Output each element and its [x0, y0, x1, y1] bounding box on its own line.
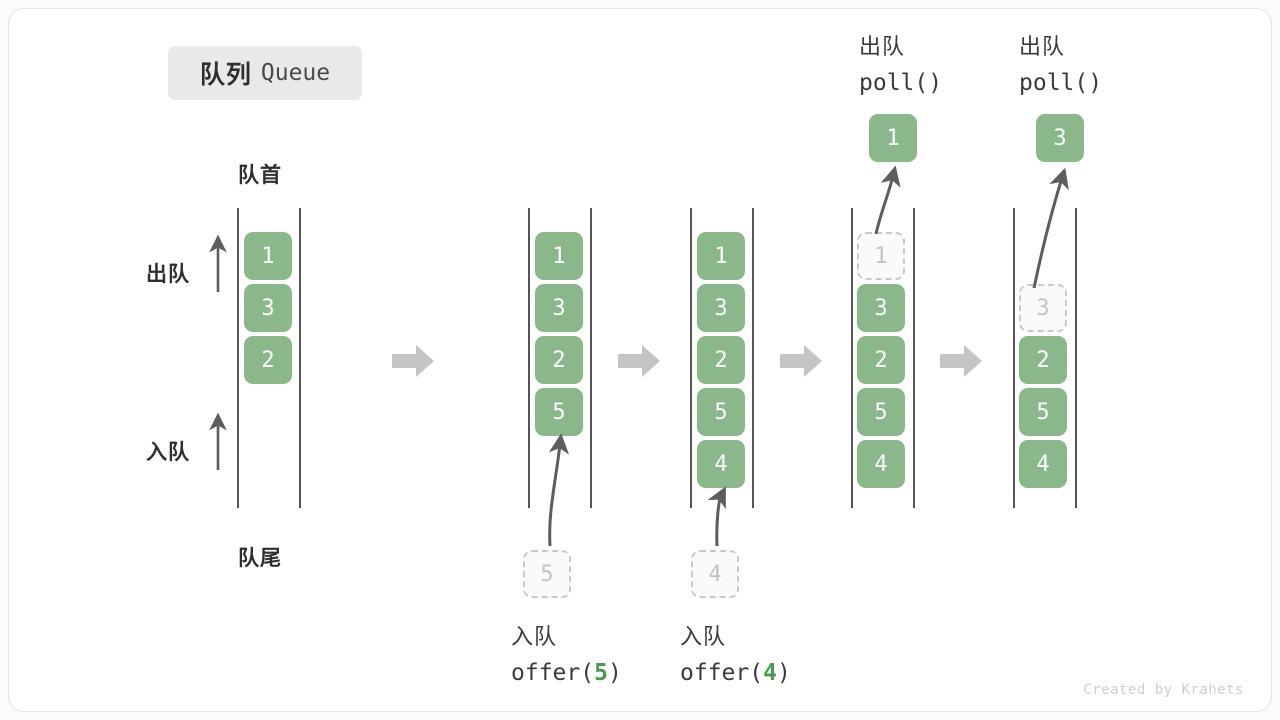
col3-incoming-ghost-cell: 4 — [691, 550, 739, 598]
col1-rail-left — [237, 208, 239, 508]
col3-rail-right — [752, 208, 754, 508]
col1-rail-right — [299, 208, 301, 508]
col3-caption-number: 4 — [763, 660, 777, 686]
col1-cell-2: 2 — [244, 336, 292, 384]
col4-cell-1: 3 — [857, 284, 905, 332]
col3-cell-0: 1 — [697, 232, 745, 280]
dequeue-direction-label: 出队 — [146, 263, 190, 286]
col4-cell-2: 2 — [857, 336, 905, 384]
col3-rail-left — [690, 208, 692, 508]
title-english: Queue — [260, 60, 331, 86]
col1-cell-0: 1 — [244, 232, 292, 280]
col2-cell-2: 2 — [535, 336, 583, 384]
col4-cell-0-ghost: 1 — [857, 232, 905, 280]
queue-head-label: 队首 — [238, 164, 282, 187]
col2-incoming-ghost-cell: 5 — [523, 550, 571, 598]
col3-caption-code: offer(4) — [680, 660, 791, 686]
col1-cell-1: 3 — [244, 284, 292, 332]
step-arrow-2 — [616, 338, 662, 384]
step-arrow-1 — [390, 338, 436, 384]
col5-rail-right — [1075, 208, 1077, 508]
col4-outgoing-cell: 1 — [869, 114, 917, 162]
col3-cell-4: 4 — [697, 440, 745, 488]
col2-caption-cn: 入队 — [511, 624, 558, 649]
col5-caption: 出队 poll() — [1019, 28, 1102, 102]
col2-caption-number: 5 — [594, 660, 608, 686]
col2-rail-right — [590, 208, 592, 508]
title-chinese: 队列 — [199, 61, 252, 89]
col3-cell-3: 5 — [697, 388, 745, 436]
col5-cell-1-ghost: 3 — [1019, 284, 1067, 332]
col3-caption: 入队 offer(4) — [680, 618, 791, 692]
col2-cell-0: 1 — [535, 232, 583, 280]
col2-caption-code: offer(5) — [511, 660, 622, 686]
col4-cell-4: 4 — [857, 440, 905, 488]
col4-cell-3: 5 — [857, 388, 905, 436]
col5-caption-cn: 出队 — [1019, 34, 1066, 59]
col5-rail-left — [1013, 208, 1015, 508]
col4-rail-right — [913, 208, 915, 508]
col2-cell-1: 3 — [535, 284, 583, 332]
step-arrow-3 — [778, 338, 824, 384]
col5-cell-3: 5 — [1019, 388, 1067, 436]
enqueue-direction-label: 入队 — [146, 441, 190, 464]
col4-caption: 出队 poll() — [859, 28, 942, 102]
col2-cell-3: 5 — [535, 388, 583, 436]
step-arrow-4 — [938, 338, 984, 384]
queue-tail-label: 队尾 — [238, 547, 282, 570]
title-badge: 队列 Queue — [168, 46, 362, 100]
col2-rail-left — [528, 208, 530, 508]
col4-caption-cn: 出队 — [859, 34, 906, 59]
col5-outgoing-cell: 3 — [1036, 114, 1084, 162]
col5-cell-2: 2 — [1019, 336, 1067, 384]
col3-caption-cn: 入队 — [680, 624, 727, 649]
credit-text: Created by Krahets — [1083, 682, 1244, 698]
col5-cell-4: 4 — [1019, 440, 1067, 488]
col4-caption-code: poll() — [859, 70, 943, 96]
col3-cell-1: 3 — [697, 284, 745, 332]
col5-caption-code: poll() — [1019, 70, 1103, 96]
col3-cell-2: 2 — [697, 336, 745, 384]
col4-rail-left — [851, 208, 853, 508]
col2-caption: 入队 offer(5) — [511, 618, 622, 692]
